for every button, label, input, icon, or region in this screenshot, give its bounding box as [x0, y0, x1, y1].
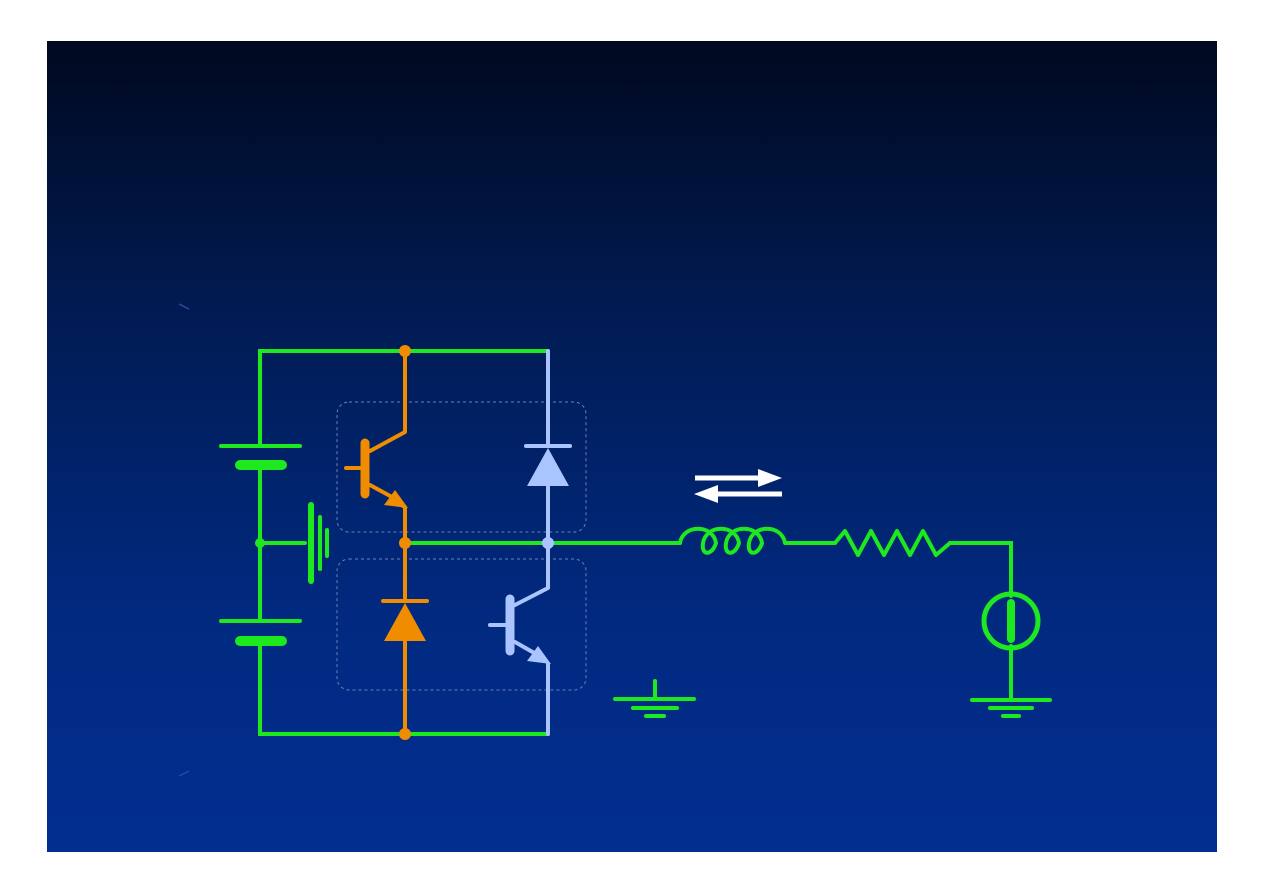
output-wiring — [403, 541, 1013, 700]
npn-transistor-lower-icon — [488, 594, 551, 664]
dc-supply-battery-lower-icon — [219, 619, 302, 646]
ac-voltage-source-icon — [981, 591, 1041, 651]
lower-module-outline — [336, 558, 587, 691]
npn-transistor-upper-icon — [344, 438, 408, 508]
dc-supply-wiring — [258, 349, 550, 736]
dc-supply-battery-upper-icon — [219, 444, 302, 470]
stray-mark-bottom — [178, 770, 190, 777]
freewheel-diode-lower-icon — [381, 599, 429, 641]
ground-symbol-reference-icon — [613, 679, 696, 718]
bidirectional-current-arrows-icon — [694, 469, 782, 503]
stray-mark-top — [178, 303, 190, 310]
slide-background — [47, 41, 1217, 852]
freewheel-diode-upper-icon — [524, 444, 572, 486]
resistor-icon — [833, 529, 952, 557]
ground-symbol-right-icon — [970, 698, 1052, 718]
inductor-icon — [678, 526, 797, 555]
half-bridge-circuit-diagram — [178, 303, 1052, 777]
midpoint-capacitor-icon — [308, 502, 329, 584]
junction-dots — [255, 345, 554, 740]
upper-module-outline — [336, 401, 587, 533]
blue-leg-wiring — [511, 349, 550, 736]
